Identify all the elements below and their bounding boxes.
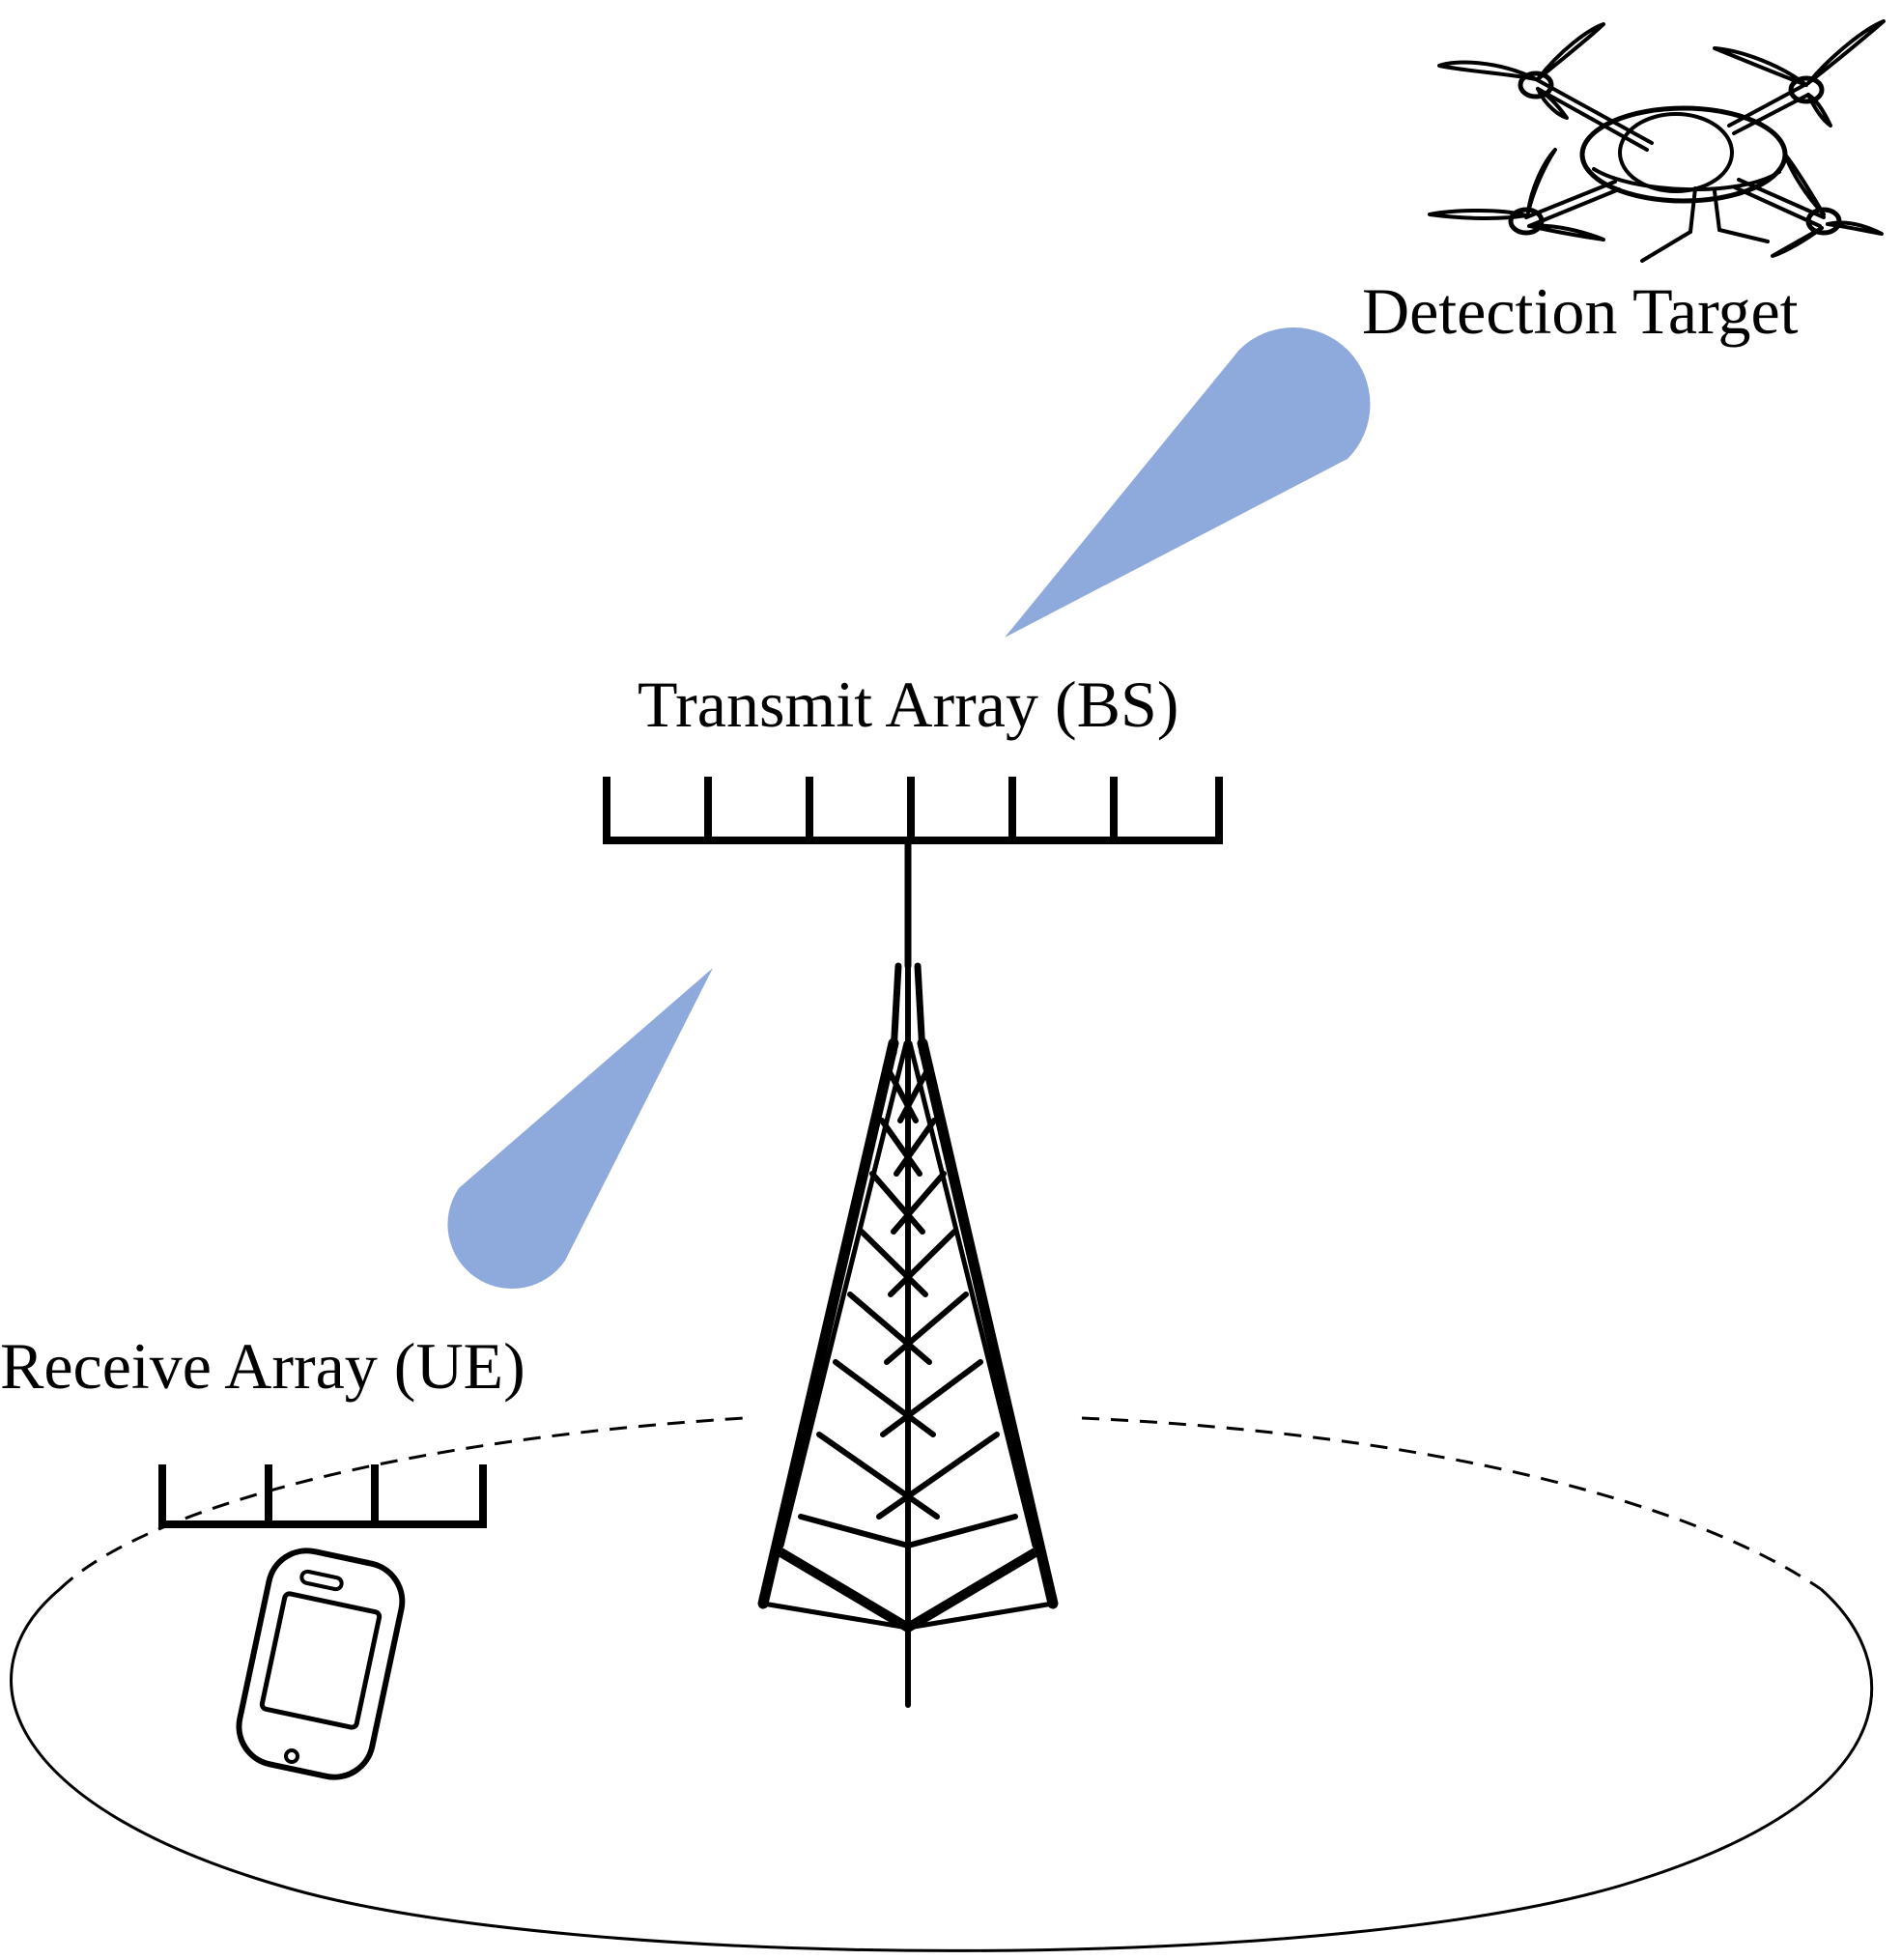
communication-beam xyxy=(447,968,713,1290)
transmit-array-label: Transmit Array (BS) xyxy=(638,668,1178,741)
coverage-area xyxy=(10,1416,1874,1952)
receive-array-label: Receive Array (UE) xyxy=(0,1329,525,1403)
coverage-area-back-arc xyxy=(58,1416,1822,1591)
receive-array-icon xyxy=(158,1464,487,1528)
drone-icon xyxy=(1428,19,1886,263)
detection-target-label: Detection Target xyxy=(1362,274,1799,348)
beams xyxy=(447,327,1371,1290)
sensing-beam xyxy=(1005,327,1371,638)
cell-tower-icon xyxy=(757,837,1059,1708)
smartphone-icon xyxy=(236,1548,406,1780)
coverage-area-front-arc xyxy=(10,1587,1874,1952)
transmit-array-icon xyxy=(603,777,1223,844)
